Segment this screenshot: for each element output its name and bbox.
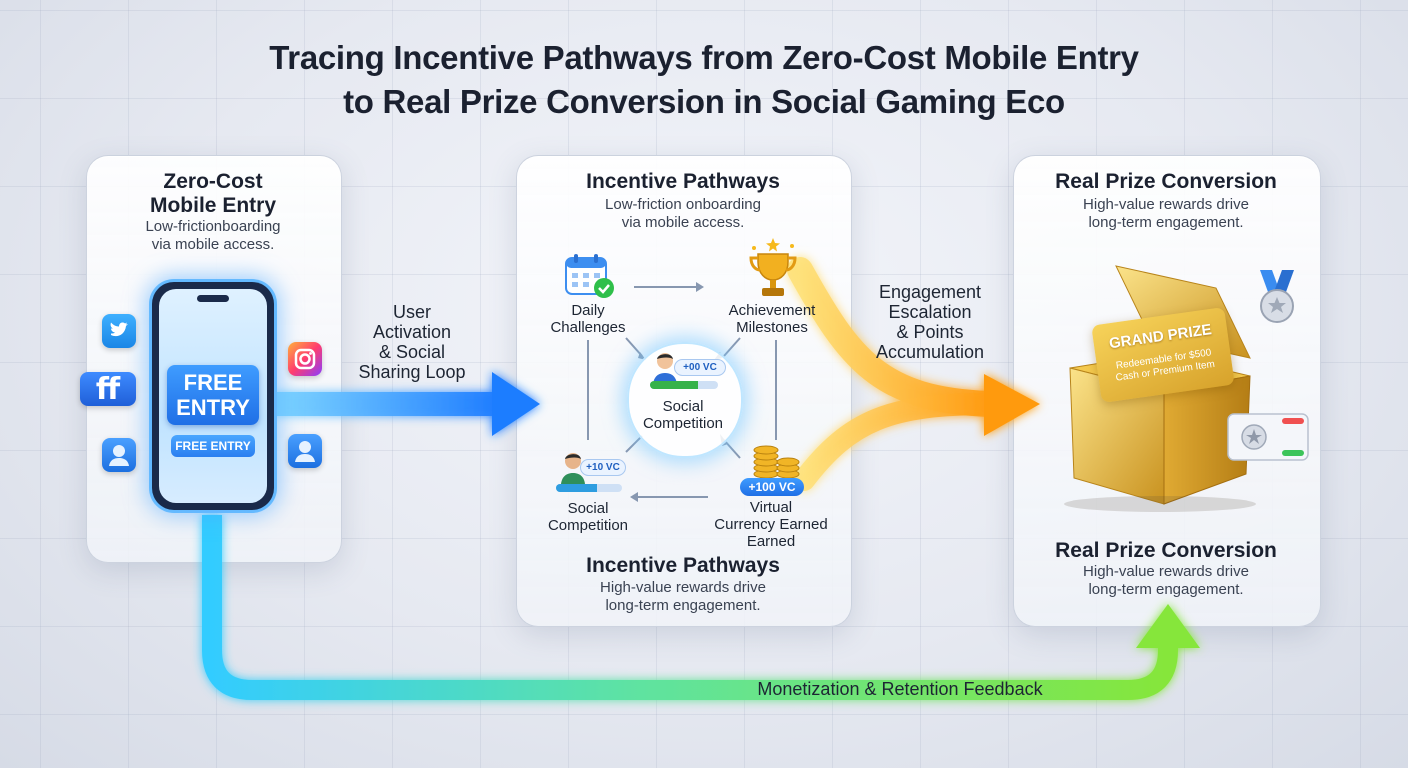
center-vc-chip: +00 VC — [674, 359, 726, 376]
middle-bottom-sub-line-1: High-value rewards drive — [600, 579, 766, 596]
phone-screen: FREE ENTRY FREE ENTRY — [159, 289, 267, 503]
free-entry-line-2: ENTRY — [176, 395, 250, 420]
engagement-escalation-arrow — [787, 257, 1040, 491]
daily-line-2: Challenges — [550, 319, 626, 336]
page-title: Tracing Incentive Pathways from Zero-Cos… — [0, 36, 1408, 124]
right-sub-line-1: High-value rewards drive — [1083, 196, 1249, 213]
user-activation-label: User Activation & Social Sharing Loop — [344, 302, 480, 382]
free-entry-banner[interactable]: FREE ENTRY — [167, 365, 259, 425]
right-bottom-sub-line-1: High-value rewards drive — [1083, 563, 1249, 580]
middle-panel-bottom-subtitle: High-value rewards drive long-term engag… — [516, 579, 850, 615]
social-progress-bar — [556, 484, 622, 492]
center-progress-bar — [650, 381, 718, 389]
right-panel-subtitle: High-value rewards drive long-term engag… — [1013, 196, 1319, 232]
center-line-1: Social — [662, 398, 704, 415]
calendar-icon — [565, 254, 614, 298]
facebook-icon: ff — [80, 372, 136, 407]
monetization-feedback-label: Monetization & Retention Feedback — [757, 679, 1043, 699]
left-panel-subtitle: Low-frictionboarding via mobile access. — [86, 218, 340, 254]
left-title-line-1: Zero-Cost — [163, 170, 263, 193]
user-icon-left — [102, 438, 136, 472]
social-line-2: Competition — [547, 517, 629, 534]
user-activation-line-2: Activation — [372, 322, 452, 342]
user-activation-arrow — [272, 372, 540, 436]
virtual-line-2: Currency Earned — [714, 516, 828, 533]
right-panel-title: Real Prize Conversion — [1055, 170, 1277, 193]
user-activation-line-4: Sharing Loop — [358, 362, 466, 382]
center-progress-fill — [650, 381, 698, 389]
user-activation-line-1: User — [392, 302, 431, 322]
social-progress-fill — [556, 484, 597, 492]
phone-notch — [197, 295, 229, 302]
mobile-phone: FREE ENTRY FREE ENTRY — [152, 282, 274, 510]
middle-panel-title: Incentive Pathways — [586, 170, 780, 193]
user-icon-right — [288, 434, 322, 468]
free-entry-button[interactable]: FREE ENTRY — [171, 435, 255, 457]
instagram-icon — [288, 342, 322, 376]
daily-line-1: Daily — [571, 302, 605, 319]
engagement-line-2: Escalation — [888, 302, 972, 322]
achieve-line-2: Milestones — [736, 319, 808, 336]
engagement-escalation-label: Engagement Escalation & Points Accumulat… — [856, 282, 1004, 362]
daily-challenges-label: Daily Challenges — [538, 302, 638, 336]
engagement-line-1: Engagement — [878, 282, 982, 302]
right-bottom-sub-line-2: long-term engagement. — [1088, 581, 1244, 598]
title-line-1: Tracing Incentive Pathways from Zero-Cos… — [269, 39, 1139, 76]
ticket-icon — [1227, 413, 1309, 461]
left-title-line-2: Mobile Entry — [149, 194, 276, 217]
middle-panel-bottom-title: Incentive Pathways — [586, 554, 780, 577]
feedback-loop-arrow — [202, 515, 1200, 700]
twitter-icon — [102, 314, 136, 348]
virtual-vc-chip: +100 VC — [740, 478, 804, 496]
achievement-milestones-label: Achievement Milestones — [708, 302, 836, 336]
user-activation-line-3: & Social — [378, 342, 446, 362]
social-competition-label: Social Competition — [534, 500, 642, 534]
social-line-1: Social — [567, 500, 609, 517]
right-panel-bottom-title: Real Prize Conversion — [1055, 539, 1277, 562]
title-line-2: to Real Prize Conversion in Social Gamin… — [343, 83, 1065, 120]
middle-bottom-sub-line-2: long-term engagement. — [605, 597, 761, 614]
left-sub-line-1: Low-frictionboarding — [145, 218, 281, 235]
virtual-line-1: Virtual — [749, 499, 793, 516]
competitor-avatar-icon — [561, 453, 585, 484]
center-social-competition-label: Social Competition — [627, 398, 739, 432]
middle-panel-subtitle: Low-friction onboarding via mobile acces… — [516, 196, 850, 232]
middle-sub-line-1: Low-friction onboarding — [605, 196, 761, 213]
achieve-line-1: Achievement — [728, 302, 816, 319]
engagement-line-3: & Points — [896, 322, 964, 342]
right-panel-bottom-subtitle: High-value rewards drive long-term engag… — [1013, 563, 1319, 599]
left-sub-line-2: via mobile access. — [151, 236, 275, 253]
right-sub-line-2: long-term engagement. — [1088, 214, 1244, 231]
medal-icon — [1260, 270, 1294, 323]
facebook-glyph-1: f — [95, 372, 121, 407]
center-line-2: Competition — [642, 415, 724, 432]
virtual-line-3: Earned — [746, 533, 796, 550]
coin-stack-icon — [753, 445, 800, 479]
trophy-icon — [749, 238, 797, 296]
free-entry-line-1: FREE — [183, 370, 243, 395]
middle-sub-line-2: via mobile access. — [621, 214, 745, 231]
engagement-line-4: Accumulation — [875, 342, 985, 362]
left-panel-title: Zero-Cost Mobile Entry — [86, 170, 340, 218]
virtual-currency-label: Virtual Currency Earned Earned — [700, 499, 842, 550]
social-vc-chip: +10 VC — [580, 459, 626, 476]
